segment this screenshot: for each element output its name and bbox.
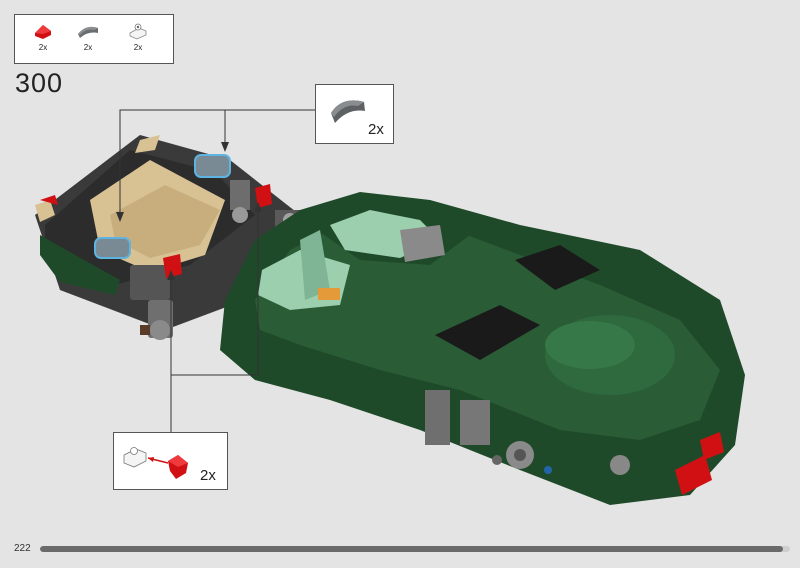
part-item: 2x bbox=[23, 21, 63, 61]
part-qty: 2x bbox=[133, 43, 143, 52]
callout-qty: 2x bbox=[200, 467, 216, 484]
dark-grey-curved-slope-icon bbox=[78, 26, 98, 38]
progress-bar-fill bbox=[40, 546, 783, 552]
parts-list: 2x 2x 2x bbox=[14, 14, 174, 64]
part-qty: 2x bbox=[38, 43, 48, 52]
red-slope-brick-icon bbox=[35, 25, 51, 39]
dark-grey-curved-slope-icon bbox=[331, 100, 365, 123]
part-qty: 2x bbox=[83, 43, 93, 52]
progress-bar bbox=[40, 546, 790, 552]
callout-box-bottom: 2x bbox=[113, 432, 228, 490]
callout-qty: 2x bbox=[368, 121, 384, 138]
red-slope-on-clip-icon bbox=[123, 447, 188, 479]
car-body bbox=[220, 192, 745, 505]
part-item: 2x bbox=[118, 21, 158, 61]
page-number: 222 bbox=[14, 543, 31, 554]
callout-box-top: 2x bbox=[315, 84, 394, 144]
callout-lines bbox=[119, 109, 315, 432]
step-number: 300 bbox=[15, 68, 64, 98]
callout-arrowheads bbox=[116, 142, 262, 280]
part-item: 2x bbox=[68, 21, 108, 61]
white-clip-plate-icon bbox=[129, 23, 147, 40]
chassis-section bbox=[35, 135, 305, 340]
